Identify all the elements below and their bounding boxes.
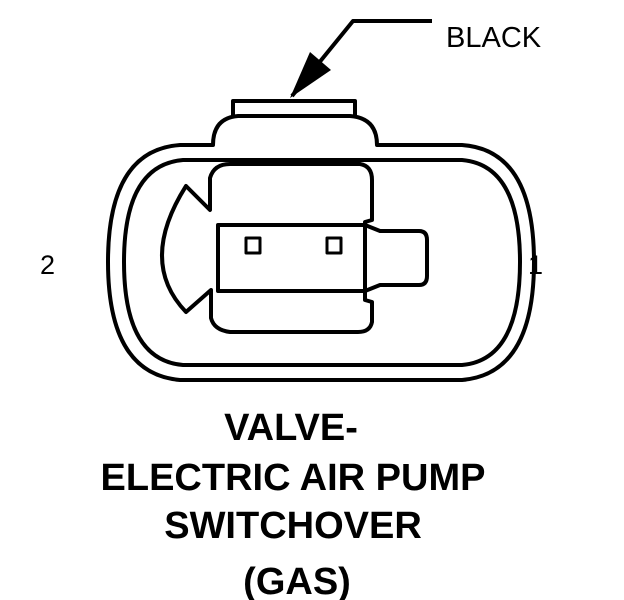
pin-2-label: 2 xyxy=(40,250,55,280)
terminal-slot-right xyxy=(325,236,343,255)
caption-line-4: (GAS) xyxy=(243,561,351,600)
pointer-arrow xyxy=(290,52,331,98)
blade-terminal xyxy=(216,223,429,293)
terminal-cavity xyxy=(160,162,374,334)
caption-line-1: VALVE- xyxy=(224,407,358,449)
connector-inner-rim xyxy=(122,158,522,367)
pin-1-label: 1 xyxy=(528,250,543,280)
caption-line-2: ELECTRIC AIR PUMP xyxy=(101,457,486,499)
locking-tab xyxy=(231,99,357,116)
terminal-slot-left xyxy=(244,236,262,255)
caption-line-3: SWITCHOVER xyxy=(164,505,422,547)
connector-outer-body xyxy=(106,114,536,382)
wire-color-label: BLACK xyxy=(446,22,542,54)
